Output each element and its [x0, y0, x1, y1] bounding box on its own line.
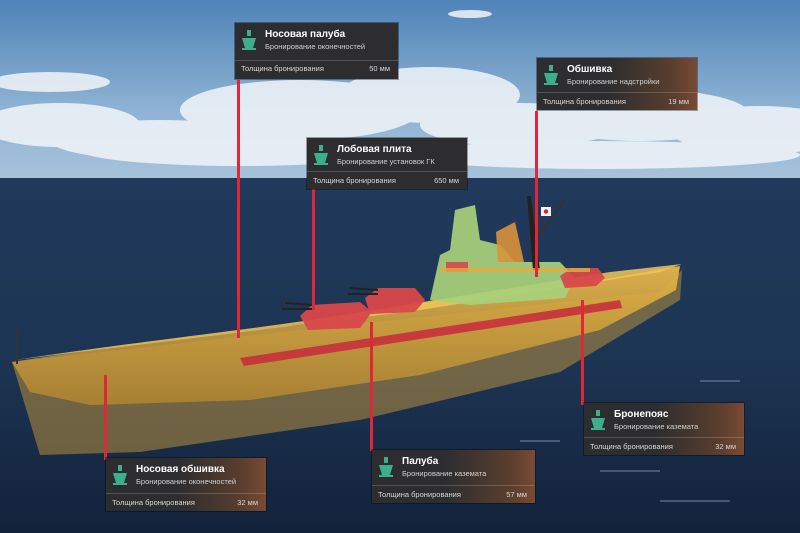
leader-line-bow-deck [237, 80, 240, 338]
thickness-value: 32 мм [715, 442, 736, 451]
divider [537, 92, 697, 93]
armor-zone-subtitle: Бронирование каземата [402, 469, 487, 478]
armor-card-bow-deck[interactable]: Носовая палуба Бронирование оконечностей… [235, 23, 398, 79]
thickness-label: Толщина бронирования [543, 97, 626, 106]
armor-belt [240, 300, 622, 366]
leader-line-plating [535, 111, 538, 277]
armor-zone-icon [113, 465, 127, 485]
battleship-armor-model [12, 196, 682, 455]
divider [307, 171, 467, 172]
thickness-value: 32 мм [237, 498, 258, 507]
thickness-label: Толщина бронирования [112, 498, 195, 507]
armor-zone-icon [314, 145, 328, 165]
thickness-value: 57 мм [506, 490, 527, 499]
armor-zone-title: Бронепояс [614, 409, 669, 420]
thickness-label: Толщина бронирования [313, 176, 396, 185]
armor-zone-subtitle: Бронирование надстройки [567, 77, 660, 86]
armor-zone-subtitle: Бронирование каземата [614, 422, 699, 431]
leader-line-bow-plating [104, 375, 107, 460]
leader-line-turret-face [312, 189, 315, 310]
armor-zone-subtitle: Бронирование оконечностей [265, 42, 366, 51]
bridge-band [446, 262, 468, 272]
armor-zone-icon [544, 65, 558, 85]
armor-card-plating[interactable]: Обшивка Бронирование надстройки Толщина … [537, 58, 697, 110]
thickness-label: Толщина бронирования [590, 442, 673, 451]
armor-zone-icon [379, 457, 393, 477]
divider [235, 60, 398, 61]
clouds [0, 10, 800, 169]
leader-line-main-belt [581, 300, 584, 405]
armor-zone-title: Носовая обшивка [136, 464, 225, 475]
bow-staff [16, 326, 18, 364]
armor-card-main-belt[interactable]: Бронепояс Бронирование каземата Толщина … [584, 403, 744, 455]
turret-c [560, 268, 605, 288]
armor-zone-title: Палуба [402, 456, 439, 467]
funnel [496, 222, 524, 262]
divider [106, 493, 266, 494]
turret-a [300, 302, 372, 330]
thickness-label: Толщина бронирования [241, 64, 324, 73]
armor-zone-subtitle: Бронирование установок ГК [337, 157, 435, 166]
divider [372, 485, 535, 486]
thickness-value: 650 мм [434, 176, 459, 185]
armor-zone-subtitle: Бронирование оконечностей [136, 477, 237, 486]
armor-zone-icon [591, 410, 605, 430]
armor-card-deck[interactable]: Палуба Бронирование каземата Толщина бро… [372, 450, 535, 503]
thickness-value: 50 мм [369, 64, 390, 73]
thickness-label: Толщина бронирования [378, 490, 461, 499]
thickness-value: 19 мм [668, 97, 689, 106]
leader-line-deck [370, 322, 373, 451]
turret-b [365, 288, 425, 314]
armor-card-turret-face[interactable]: Лобовая плита Бронирование установок ГК … [307, 138, 467, 189]
armor-zone-title: Лобовая плита [337, 144, 412, 155]
armor-zone-title: Обшивка [567, 64, 613, 75]
armor-card-bow-plating[interactable]: Носовая обшивка Бронирование оконечносте… [106, 458, 266, 511]
armor-zone-title: Носовая палуба [265, 29, 346, 40]
armor-zone-icon [242, 30, 256, 50]
divider [584, 437, 744, 438]
